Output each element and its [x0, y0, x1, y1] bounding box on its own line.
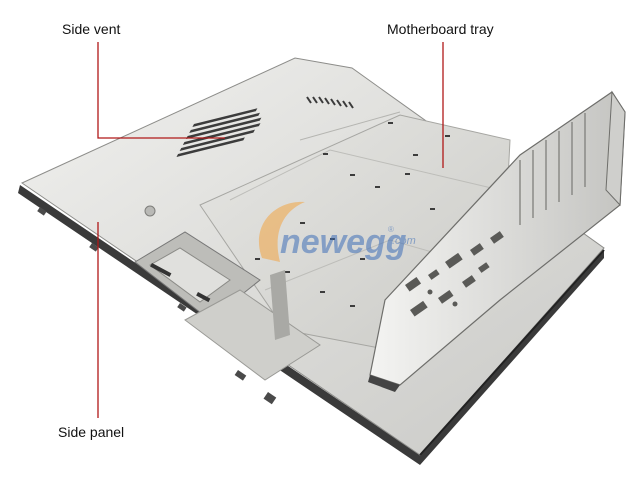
top-vent-slots — [306, 96, 354, 109]
tray-step-line — [299, 111, 401, 141]
tray-step-line — [229, 149, 501, 201]
side-panel-label: Side panel — [58, 424, 125, 440]
newegg-watermark: newegg .com ® — [258, 201, 416, 262]
motherboard-tray-label: Motherboard tray — [387, 21, 494, 37]
drive-bracket — [134, 231, 321, 381]
rear-io-bracket — [368, 90, 626, 392]
panel-screw-hole — [144, 205, 156, 217]
panel-right-edge — [419, 249, 605, 456]
side-vent-leader — [97, 42, 225, 139]
standoff-holes — [255, 122, 450, 307]
watermark-registered: ® — [388, 225, 394, 234]
watermark-text: newegg — [280, 223, 407, 261]
expansion-slots — [519, 113, 586, 225]
panel-tabs — [37, 206, 277, 405]
side-vent-label: Side vent — [62, 21, 121, 37]
watermark-suffix: .com — [392, 235, 416, 247]
side-vent — [176, 108, 262, 157]
leader-lines — [97, 42, 444, 418]
io-ports — [404, 231, 504, 317]
